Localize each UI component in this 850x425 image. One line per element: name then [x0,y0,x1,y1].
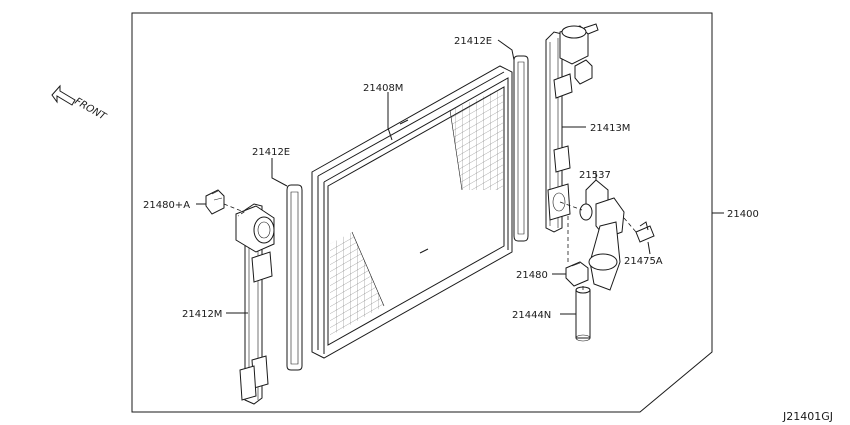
label-21413m: 21413M [590,123,630,134]
label-21480: 21480 [516,270,548,281]
assembly-boundary [131,12,713,413]
label-21400: 21400 [727,209,759,220]
hose-plug [575,286,591,342]
drawing-code: J21401GJ [782,410,833,423]
left-tank [235,203,275,405]
label-21412e-upper: 21412E [454,36,492,47]
mounting-bolt [635,221,655,243]
right-tank [545,23,599,233]
front-arrow-icon [51,84,76,106]
label-21537: 21537 [579,170,611,181]
drain-cock-lower [565,261,589,287]
radiator-core [311,65,513,359]
water-outlet-gasket [579,197,625,291]
label-21480a: 21480+A [143,200,190,211]
drain-cock-upper [205,189,225,215]
seal-strip-left [286,184,303,371]
label-21475a: 21475A [624,256,663,267]
front-direction-label: FRONT [73,96,109,123]
label-21412m: 21412M [182,309,222,320]
label-21444n: 21444N [512,310,551,321]
seal-strip-right [513,55,529,242]
label-21412e-left: 21412E [252,147,290,158]
label-21408m: 21408M [363,83,403,94]
